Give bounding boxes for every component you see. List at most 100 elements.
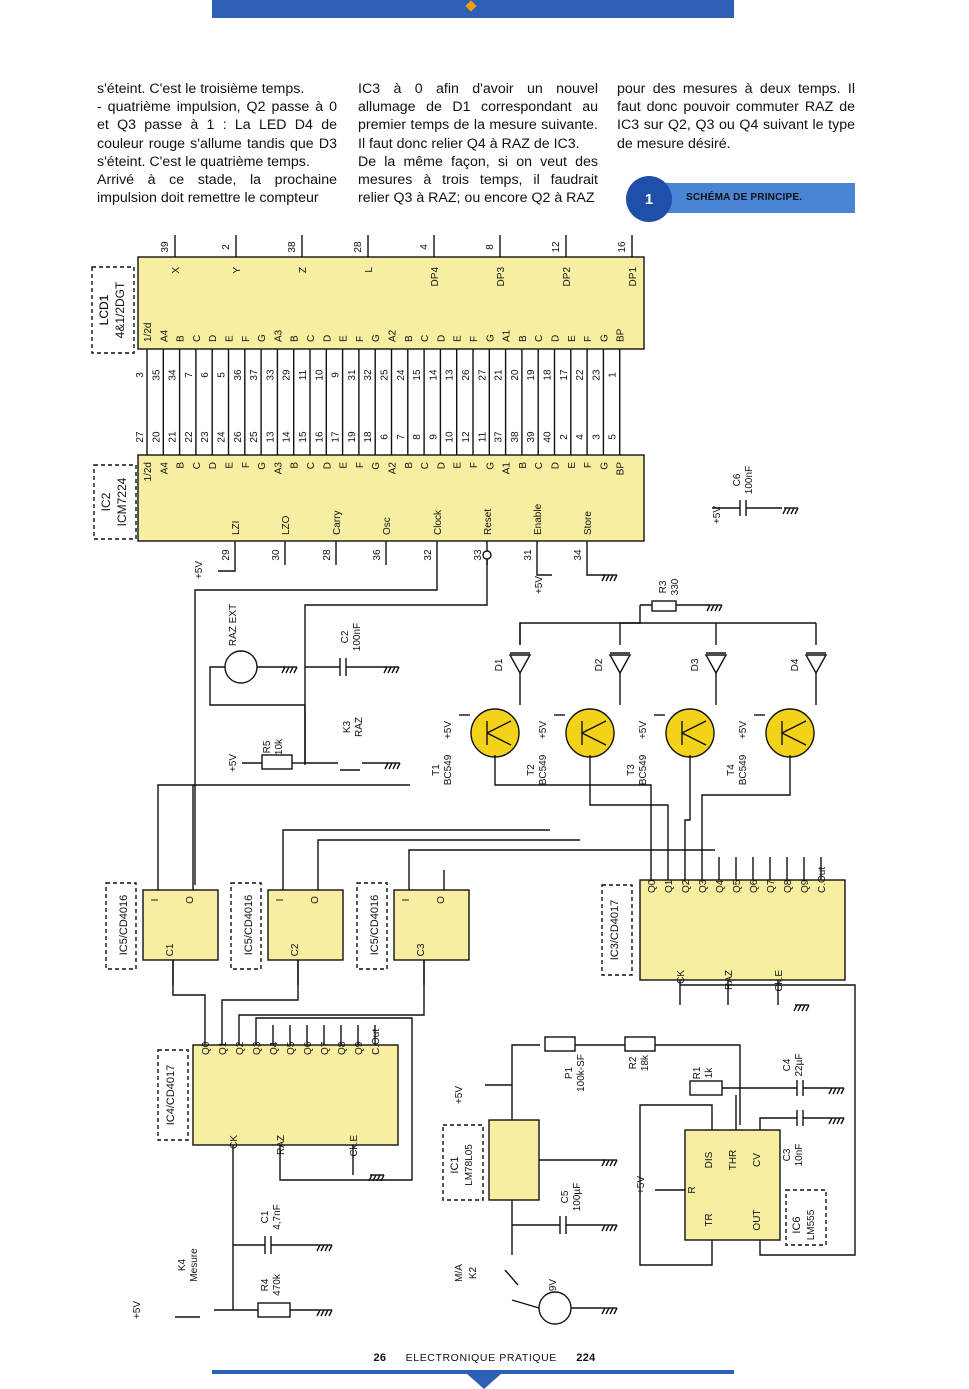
battery-label: 9V bbox=[548, 1279, 559, 1292]
ground-icon bbox=[797, 1004, 802, 1012]
ic4-output-label: Q5 bbox=[286, 1041, 297, 1055]
lcd-segment-label: G bbox=[371, 334, 382, 342]
ic2-segment-label: E bbox=[453, 462, 464, 469]
c3-label: C3 bbox=[782, 1148, 793, 1161]
resistor-r1 bbox=[689, 1080, 723, 1096]
ground-icon bbox=[368, 1174, 373, 1182]
ic2-segment-label: G bbox=[257, 462, 268, 470]
ground-icon bbox=[605, 1307, 610, 1315]
lcd-segment-label: 1/2d bbox=[143, 323, 154, 342]
ic4-input-label: RAZ bbox=[276, 1135, 287, 1155]
ic4-output-label: C.Out bbox=[371, 1029, 382, 1055]
wire bbox=[494, 755, 652, 857]
ic3-output-label: Q7 bbox=[766, 879, 777, 893]
ic-label-frame bbox=[105, 882, 137, 970]
ic2-pin-number: 26 bbox=[233, 431, 244, 443]
lcd-pin-number: 37 bbox=[249, 369, 260, 381]
ground-icon bbox=[613, 1224, 618, 1232]
paragraph: De la même façon, si on veut des mesures… bbox=[358, 153, 598, 207]
wire bbox=[221, 960, 299, 1025]
transistor-type: BC549 bbox=[443, 754, 454, 785]
ic6-pin-label: TR bbox=[704, 1213, 715, 1226]
lcd-segment-label: C bbox=[192, 335, 203, 342]
lcd-pin-number: 17 bbox=[559, 369, 570, 381]
ic-label-frame bbox=[230, 882, 262, 970]
header-bar bbox=[212, 0, 734, 18]
wire bbox=[255, 1017, 413, 1181]
ic6-type: LM555 bbox=[806, 1209, 817, 1240]
publication-name: ELECTRONIQUE PRATIQUE bbox=[405, 1352, 557, 1364]
lcd-segment-label: E bbox=[567, 335, 578, 342]
ic2-pin-number: 34 bbox=[573, 549, 584, 561]
wire bbox=[586, 565, 605, 576]
ground-icon bbox=[832, 1087, 837, 1095]
wire bbox=[639, 1104, 713, 1266]
ic3-output-label: Q8 bbox=[783, 879, 794, 893]
ic2-pin-number: 29 bbox=[221, 549, 232, 561]
ic2-pin-number: 18 bbox=[363, 431, 374, 443]
lcd-pin-number: 20 bbox=[510, 369, 521, 381]
transistor-type: BC549 bbox=[638, 754, 649, 785]
figure-number-badge: 1 bbox=[626, 176, 672, 222]
ground-icon bbox=[293, 666, 298, 674]
ground-icon bbox=[601, 1224, 606, 1232]
lcd-top-pin-number: 8 bbox=[485, 244, 496, 250]
ic2-ref: IC2 bbox=[99, 492, 113, 511]
p1-value: 100k-SF bbox=[576, 1054, 587, 1092]
supply-label: +5V bbox=[228, 754, 239, 772]
c6-value: 100nF bbox=[744, 466, 755, 494]
ic4-label: IC4/CD4017 bbox=[165, 1065, 177, 1126]
ground-icon bbox=[609, 1224, 614, 1232]
led-label: D3 bbox=[690, 658, 701, 671]
ic2-segment-label: E bbox=[339, 462, 350, 469]
c4-value: 22µF bbox=[794, 1054, 805, 1077]
ground-icon bbox=[836, 1087, 841, 1095]
transistor-icon bbox=[581, 720, 607, 734]
ground-icon bbox=[324, 1309, 329, 1317]
lcd-pin-number: 13 bbox=[445, 369, 456, 381]
wire bbox=[317, 839, 580, 870]
ic2-pin-number: 39 bbox=[526, 431, 537, 443]
lcd-pin-number: 15 bbox=[412, 369, 423, 381]
lcd-pin-number: 21 bbox=[494, 369, 505, 381]
ic2-segment-label: A4 bbox=[159, 462, 170, 475]
ic2-pin-number: 25 bbox=[249, 431, 260, 443]
ic2-segment-label: B bbox=[176, 462, 187, 469]
ic4-output-label: Q6 bbox=[303, 1041, 314, 1055]
ground-icon bbox=[387, 666, 392, 674]
ic2-pin-label: LZO bbox=[281, 515, 292, 535]
text-column-3: pour des mesures à deux temps. Il faut d… bbox=[617, 80, 855, 153]
lcd-segment-label: D bbox=[322, 335, 333, 342]
transistor-icon bbox=[681, 720, 707, 734]
switch-ctrl-label: C3 bbox=[416, 943, 427, 956]
ic2-pin-number: 37 bbox=[494, 431, 505, 443]
ground-icon bbox=[285, 666, 290, 674]
ic5-label: IC5/CD4016 bbox=[369, 895, 381, 956]
ground-icon bbox=[316, 1309, 321, 1317]
ic5-label: IC5/CD4016 bbox=[243, 895, 255, 956]
ic6-pin-label: THR bbox=[728, 1150, 739, 1171]
transistor-icon bbox=[581, 732, 607, 746]
figure-caption-banner: SCHÉMA DE PRINCIPE. bbox=[650, 183, 855, 213]
c2-value: 100nF bbox=[352, 623, 363, 651]
lcd-pin-number: 18 bbox=[543, 369, 554, 381]
ground-icon bbox=[601, 1159, 606, 1167]
ground-icon bbox=[395, 666, 400, 674]
wire bbox=[680, 984, 856, 1256]
ground-icon bbox=[828, 1087, 833, 1095]
ic2-segment-label: F bbox=[241, 462, 252, 468]
ic2-segment-label: E bbox=[567, 462, 578, 469]
ic2-segment-label: D bbox=[208, 462, 219, 469]
transistor-label: T4 bbox=[726, 764, 737, 776]
resistor-r5 bbox=[261, 754, 293, 770]
text-column-2: IC3 à 0 afin d'avoir un nouvel allumage … bbox=[358, 80, 598, 207]
transistor-label: T1 bbox=[431, 764, 442, 776]
lcd-segment-label: A3 bbox=[273, 329, 284, 342]
ground-icon bbox=[324, 1244, 329, 1252]
ic1-label: IC1 bbox=[449, 1156, 461, 1173]
lcd-segment-label: E bbox=[225, 335, 236, 342]
ic2-segment-label: A2 bbox=[388, 462, 399, 475]
ic3-output-label: Q0 bbox=[647, 879, 658, 893]
ic2-segment-label: C bbox=[420, 462, 431, 469]
ic6-pin-label: CV bbox=[752, 1153, 763, 1167]
